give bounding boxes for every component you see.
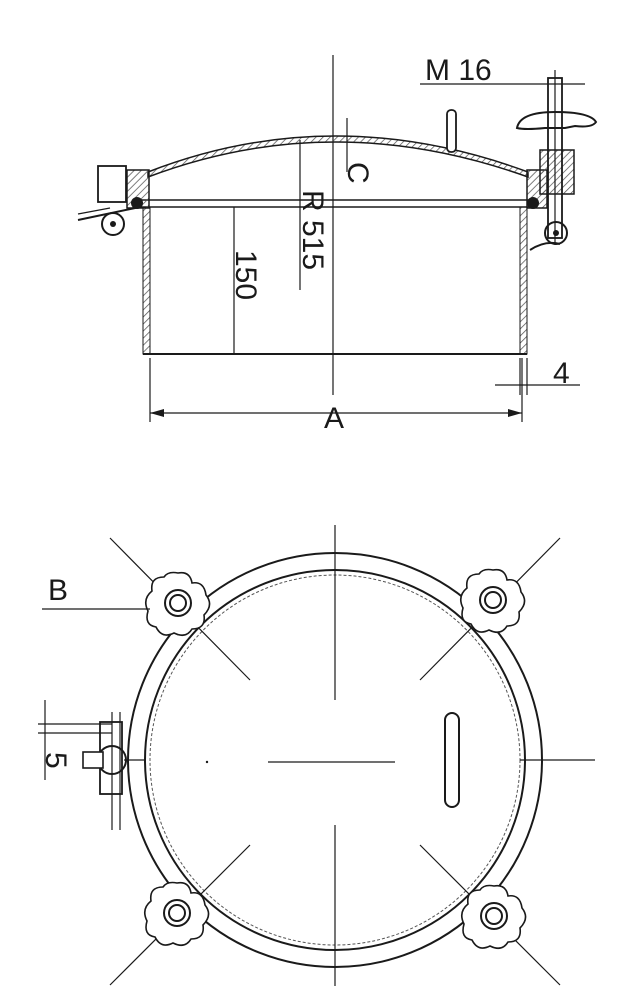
handle-slot (444, 712, 460, 808)
left-hinge (77, 165, 150, 236)
bolt-offset-label: 5 (39, 752, 72, 769)
knob-bottom-right (460, 884, 527, 950)
plan-hinge (82, 712, 145, 830)
thread-label: M 16 (425, 54, 492, 87)
plan-view: B 5 (38, 525, 595, 986)
radius-label: R 515 (296, 190, 329, 270)
dome-gap-label: C (341, 162, 374, 184)
knob-bottom-left (143, 881, 210, 947)
height-label: 150 (229, 250, 262, 300)
diameter-label: A (324, 402, 344, 435)
flange-bar (139, 199, 531, 208)
side-section-view: M 16 C R 515 150 4 A (77, 54, 598, 435)
neck-wall-left (142, 206, 151, 355)
right-clamp (515, 70, 598, 251)
knob-label: B (48, 574, 68, 607)
lid-handle-post (446, 109, 457, 153)
wall-thickness-label: 4 (553, 357, 570, 390)
knob-top-right (459, 568, 526, 634)
knob-top-left (144, 571, 211, 637)
domed-lid (147, 135, 529, 179)
neck-wall-right (519, 206, 528, 355)
